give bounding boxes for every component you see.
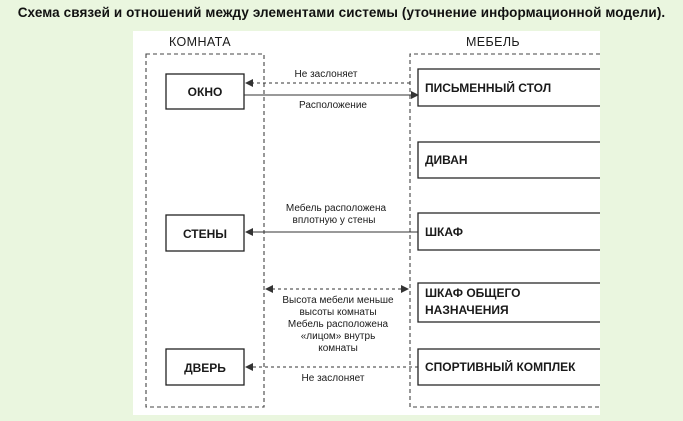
furniture-label-sofa: ДИВАН <box>425 153 468 167</box>
relation-label-middle-line1: Высота мебели меньше <box>282 294 394 306</box>
relation-label-window-not-block: Не заслоняет <box>295 69 358 80</box>
room-box-window <box>165 73 245 110</box>
furniture-label-wardrobe: ШКАФ <box>425 225 463 239</box>
relation-label-door-not-block: Не заслоняет <box>302 373 365 384</box>
room-label-window: ОКНО <box>188 85 223 99</box>
diagram-canvas: КОМНАТА МЕБЕЛЬ ОКНО СТЕНЫ ДВЕРЬ ПИСЬМЕНН… <box>133 31 600 415</box>
diagram-heading: Схема связей и отношений между элементам… <box>17 5 666 20</box>
room-label-walls: СТЕНЫ <box>183 227 227 241</box>
furniture-label-sports-complex: СПОРТИВНЫЙ КОМПЛЕК <box>425 359 576 374</box>
relation-label-walls-line2: вплотную у стены <box>293 215 376 226</box>
relation-label-middle-line2: высоты комнаты <box>299 307 376 318</box>
relation-label-middle-line3: Мебель расположена <box>288 318 389 330</box>
relation-label-middle-line5: комнаты <box>318 343 358 354</box>
relation-label-walls-line1: Мебель расположена <box>286 202 387 214</box>
furniture-label-general-cabinet-line1: ШКАФ ОБЩЕГО <box>425 286 521 300</box>
furniture-group-frame <box>409 53 600 408</box>
relation-label-middle-line4: «лицом» внутрь <box>301 331 376 342</box>
room-group-frame <box>145 53 265 408</box>
relationship-diagram: КОМНАТА МЕБЕЛЬ ОКНО СТЕНЫ ДВЕРЬ ПИСЬМЕНН… <box>145 35 600 408</box>
room-column-title: КОМНАТА <box>169 35 231 49</box>
furniture-label-desk: ПИСЬМЕННЫЙ СТОЛ <box>425 80 551 95</box>
furniture-column-title: МЕБЕЛЬ <box>466 35 520 49</box>
furniture-label-general-cabinet-line2: НАЗНАЧЕНИЯ <box>425 303 509 317</box>
room-box-walls <box>165 214 245 252</box>
relation-label-location: Расположение <box>299 100 367 111</box>
room-box-door <box>165 348 245 386</box>
room-label-door: ДВЕРЬ <box>184 361 226 375</box>
furniture-box-desk <box>417 68 600 107</box>
furniture-box-general-cabinet <box>417 282 600 323</box>
furniture-box-sofa <box>417 141 600 179</box>
